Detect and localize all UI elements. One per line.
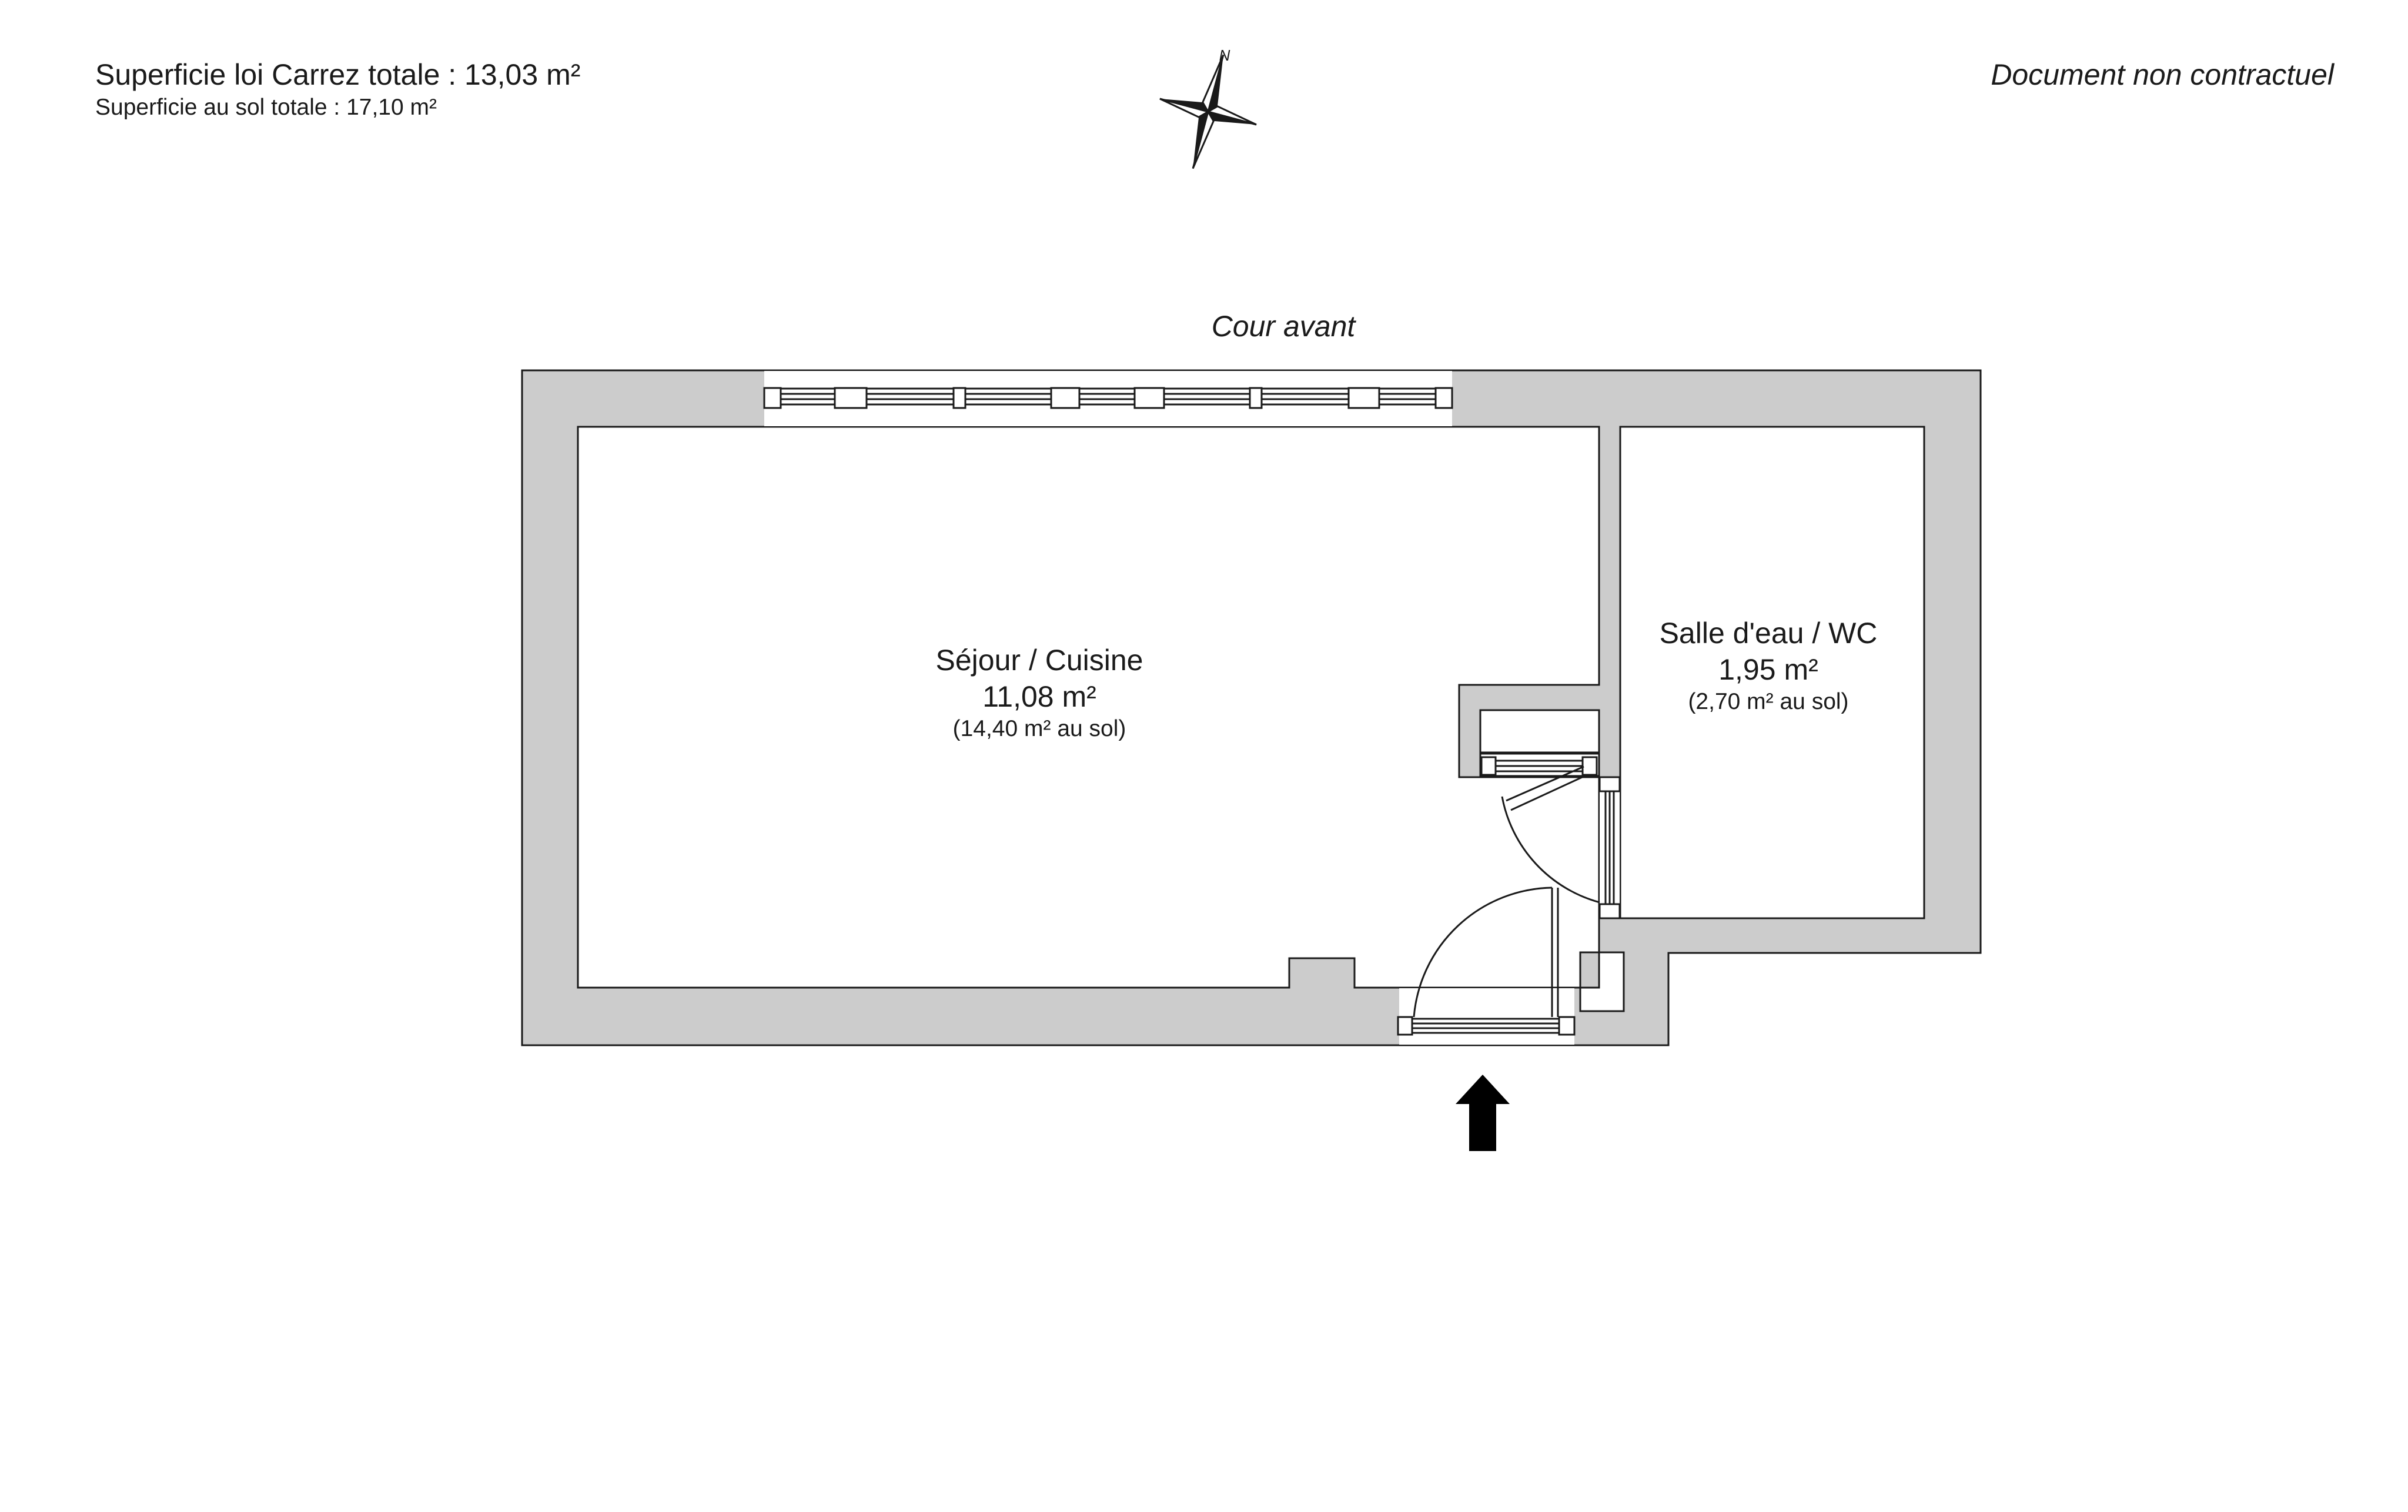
room-area: 1,95 m² — [1718, 653, 1818, 686]
floor-total: Superficie au sol totale : 17,10 m² — [95, 95, 437, 120]
room-floor-area: (14,40 m² au sol) — [953, 716, 1126, 741]
carrez-total: Superficie loi Carrez totale : 13,03 m² — [95, 58, 581, 91]
front-window — [763, 387, 1453, 409]
closet-door — [1479, 752, 1600, 811]
disclaimer: Document non contractuel — [1991, 58, 2334, 91]
entrance-opening — [1399, 988, 1574, 1045]
compass-north-label: N — [1219, 46, 1230, 64]
room-name: Salle d'eau / WC — [1660, 617, 1878, 650]
room-floor-area: (2,70 m² au sol) — [1688, 689, 1848, 714]
room-area: 11,08 m² — [982, 680, 1096, 713]
compass-rose-icon — [1159, 54, 1257, 169]
bathroom-door — [1501, 776, 1621, 919]
outside-label: Cour avant — [1212, 310, 1357, 343]
entrance-door — [1397, 887, 1576, 1036]
room-name: Séjour / Cuisine — [936, 644, 1143, 677]
surface-summary: Superficie loi Carrez totale : 13,03 m² … — [95, 56, 580, 122]
entrance-arrow-icon — [1456, 1075, 1510, 1151]
